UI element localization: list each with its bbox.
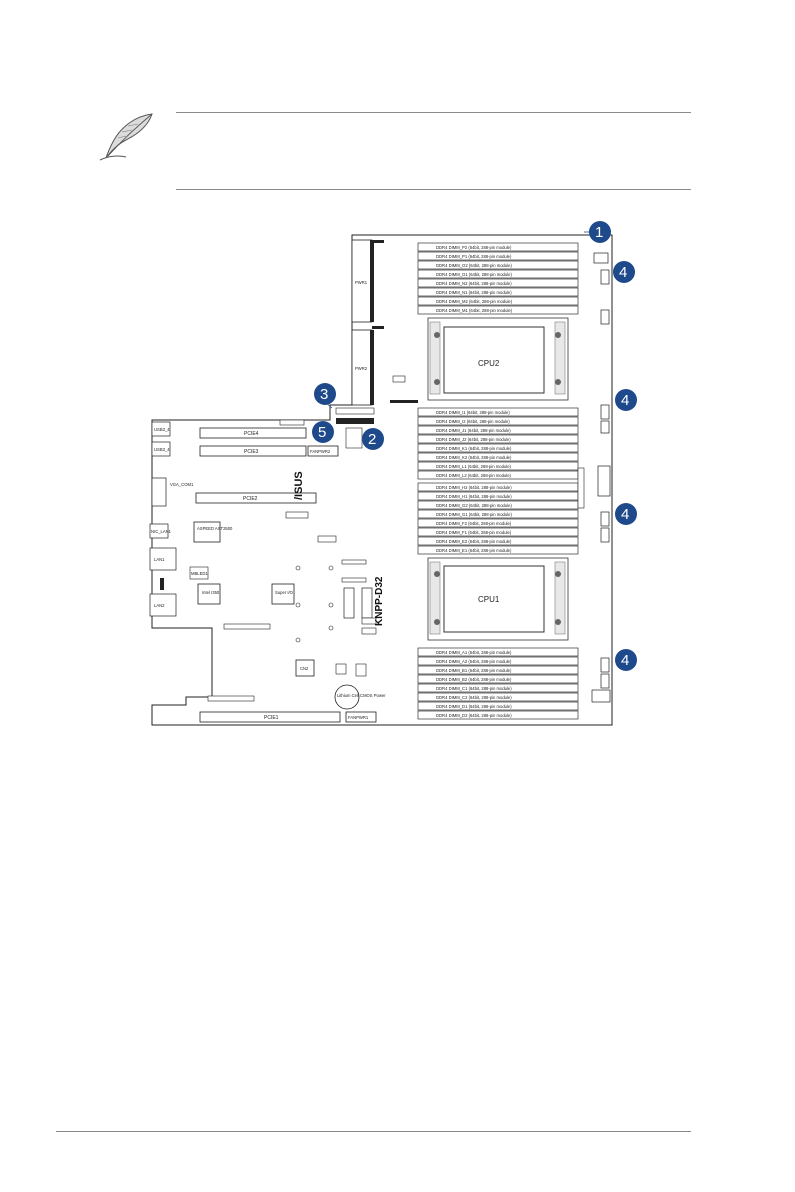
intel-label: Intel I350 xyxy=(202,590,220,595)
fanpwr2-label: FANPWR2 xyxy=(310,449,331,454)
pcie2-label: PCIE2 xyxy=(243,496,258,502)
sata-connectors xyxy=(335,587,377,677)
dimm-label: DDR4 DIMM_E1 (64bit, 288-pin module) xyxy=(436,548,512,553)
lan1-label: LAN1 xyxy=(154,557,165,562)
dimm-label: DDR4 DIMM_F1 (64bit, 288-pin module) xyxy=(436,530,512,535)
dimm-label: DDR4 DIMM_D2 (64bit, 288-pin module) xyxy=(436,713,512,718)
dimm-label: DDR4 DIMM_F2 (64bit, 288-pin module) xyxy=(436,521,512,526)
usb-label: USB3_4 xyxy=(154,447,170,452)
board-name: KNPP-D32 xyxy=(374,576,385,626)
rear-io-area: USB3_4 USB3_4 VGA_COM1 NIC_LAN1 LAN1 LAN… xyxy=(149,421,194,617)
svg-text:2: 2 xyxy=(368,431,376,448)
dimm-label: DDR4 DIMM_G1 (64bit, 288-pin module) xyxy=(436,512,512,517)
dimm-group-cpu2-top: DDR4 DIMM_P2 (64bit, 288-pin module) DDR… xyxy=(417,242,579,315)
dimm-label: DDR4 DIMM_I2 (64bit, 288-pin module) xyxy=(436,419,510,424)
dimm-label: DDR4 DIMM_E2 (64bit, 288-pin module) xyxy=(436,539,512,544)
fanpwr2-box xyxy=(307,445,339,457)
dimm-label: DDR4 DIMM_C1 (64bit, 288-pin module) xyxy=(436,686,512,691)
cpu2-socket: CPU2 xyxy=(427,317,569,401)
dimm-label: DDR4 DIMM_P1 (64bit, 288-pin module) xyxy=(436,254,512,259)
superio-label: Super I/O xyxy=(275,590,294,595)
svg-text:4: 4 xyxy=(619,264,627,281)
callout-4d xyxy=(615,649,637,671)
dimm-group-cpu2-bottom: DDR4 DIMM_I1 (64bit, 288-pin module) DDR… xyxy=(417,407,579,480)
pwr1-label: PWR1 xyxy=(355,280,368,285)
battery-label: Lithium Cell CMOS Power xyxy=(337,693,386,698)
aspeed-label: ASPEED AST2500 xyxy=(197,526,233,531)
svg-text:4: 4 xyxy=(621,392,629,409)
dimm-label: DDR4 DIMM_L1 (64bit, 288-pin module) xyxy=(436,464,512,469)
cpu1-label: CPU1 xyxy=(478,595,500,604)
callout-4a xyxy=(613,261,635,283)
svg-text:1: 1 xyxy=(595,224,603,241)
note-bottom-rule xyxy=(176,189,691,190)
footer-rule xyxy=(56,1131,691,1132)
pcie3-label: PCIE3 xyxy=(244,449,259,455)
cpu2-label: CPU2 xyxy=(478,359,500,368)
dimm-label: DDR4 DIMM_D1 (64bit, 288-pin module) xyxy=(436,704,512,709)
svg-text:5: 5 xyxy=(318,424,326,441)
svg-text:4: 4 xyxy=(621,506,629,523)
note-top-rule xyxy=(176,112,691,113)
pwr2-label: PWR2 xyxy=(355,366,368,371)
dimm-label: DDR4 DIMM_L2 (64bit, 288-pin module) xyxy=(436,473,512,478)
lan-mgmt-label: NIC_LAN1 xyxy=(151,529,172,534)
vga-label: VGA_COM1 xyxy=(170,482,194,487)
callout-1 xyxy=(589,221,611,243)
dimm-group-cpu1-bottom: DDR4 DIMM_A1 (64bit, 288-pin module) DDR… xyxy=(417,647,579,720)
fanpwr1-box xyxy=(345,711,377,723)
cpu1-socket: CPU1 xyxy=(427,557,569,641)
svg-text:4: 4 xyxy=(621,652,629,669)
dimm-label: DDR4 DIMM_P2 (64bit, 288-pin module) xyxy=(436,245,512,250)
dimm-label: DDR4 DIMM_J1 (64bit, 288-pin module) xyxy=(436,428,511,433)
dimm-label: DDR4 DIMM_I1 (64bit, 288-pin module) xyxy=(436,410,510,415)
cn2-label: CN2 xyxy=(300,666,309,671)
dimm-label: DDR4 DIMM_K2 (64bit, 288-pin module) xyxy=(436,455,512,460)
dimm-label: DDR4 DIMM_H1 (64bit, 288-pin module) xyxy=(436,494,512,499)
pcie1-label: PCIE1 xyxy=(264,715,279,721)
callout-3 xyxy=(314,383,336,405)
svg-text:3: 3 xyxy=(320,386,328,403)
fanpwr1-label: FANPWR1 xyxy=(348,715,369,720)
callout-4b xyxy=(615,389,637,411)
lan2-label: LAN2 xyxy=(154,603,165,608)
dimm-label: DDR4 DIMM_M2 (64bit, 288-pin module) xyxy=(436,299,513,304)
dimm-label: DDR4 DIMM_H2 (64bit, 288-pin module) xyxy=(436,485,512,490)
callout-5 xyxy=(312,421,334,443)
dimm-label: DDR4 DIMM_O2 (64bit, 288-pin module) xyxy=(436,263,512,268)
dimm-label: DDR4 DIMM_K1 (64bit, 288-pin module) xyxy=(436,446,512,451)
callout-2 xyxy=(362,428,384,450)
dimm-label: DDR4 DIMM_N1 (64bit, 288-pin module) xyxy=(436,290,512,295)
dimm-label: DDR4 DIMM_J2 (64bit, 288-pin module) xyxy=(436,437,511,442)
right-fan-headers xyxy=(577,252,611,703)
dimm-label: DDR4 DIMM_B2 (64bit, 288-pin module) xyxy=(436,677,512,682)
dimm-label: DDR4 DIMM_C2 (64bit, 288-pin module) xyxy=(436,695,512,700)
mbled-label: MBLED1 xyxy=(191,571,208,576)
asus-logo: /ISUS xyxy=(293,471,305,500)
dimm-label: DDR4 DIMM_M1 (64bit, 288-pin module) xyxy=(436,308,513,313)
chips: ASPEED AST2500 Intel I350 Super I/O CN2 … xyxy=(189,521,386,710)
callout-markers: 1 2 3 4 4 4 4 5 xyxy=(312,221,637,671)
dimm-label: DDR4 DIMM_A2 (64bit, 288-pin module) xyxy=(436,659,512,664)
dimm-label: DDR4 DIMM_A1 (64bit, 288-pin module) xyxy=(436,650,512,655)
pcie4-label: PCIE4 xyxy=(244,431,259,437)
feather-note-icon xyxy=(99,113,153,161)
dimm-group-cpu1-top: DDR4 DIMM_H2 (64bit, 288-pin module) DDR… xyxy=(417,482,579,555)
dimm-label: DDR4 DIMM_N2 (64bit, 288-pin module) xyxy=(436,281,512,286)
pcie-slots: PCIE4 PCIE3 PCIE2 PCIE1 xyxy=(195,427,341,723)
dimm-label: DDR4 DIMM_O1 (64bit, 288-pin module) xyxy=(436,272,512,277)
usb-label: USB3_4 xyxy=(154,427,170,432)
callout-4c xyxy=(615,503,637,525)
dimm-label: DDR4 DIMM_B1 (64bit, 288-pin module) xyxy=(436,668,512,673)
dimm-label: DDR4 DIMM_G2 (64bit, 288-pin module) xyxy=(436,503,512,508)
